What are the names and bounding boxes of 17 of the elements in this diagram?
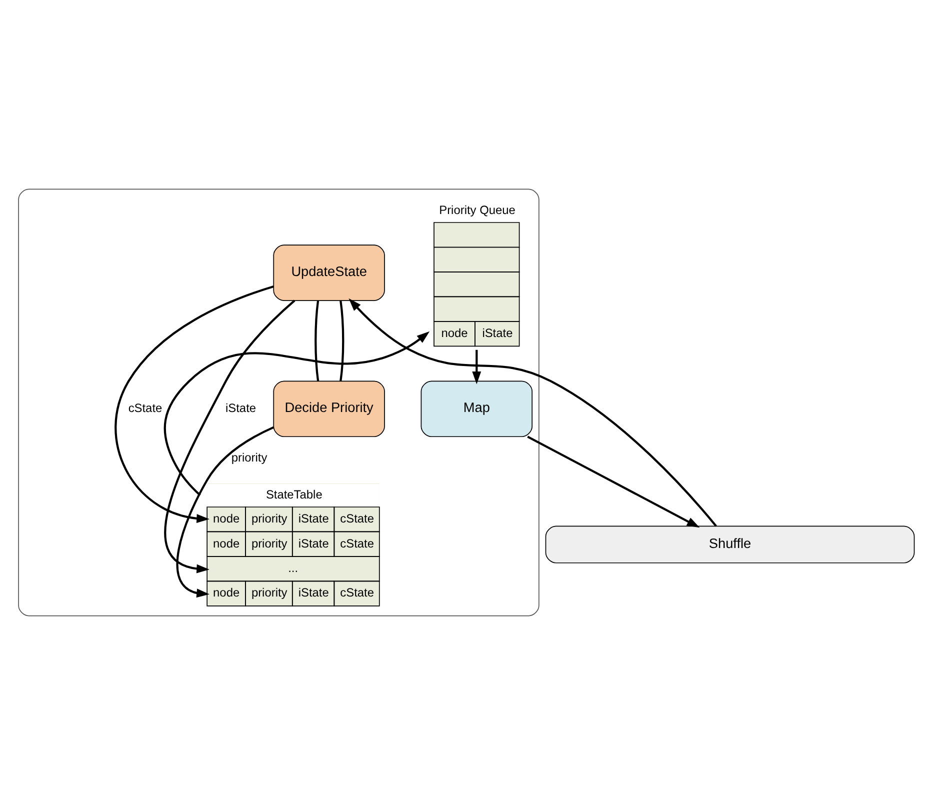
arrow	[348, 298, 717, 527]
node-box: Map	[420, 380, 533, 438]
arrow	[164, 331, 430, 496]
connector	[340, 300, 344, 382]
cluster	[18, 188, 540, 616]
arrow	[164, 300, 296, 574]
node-box: Decide Priority	[273, 380, 385, 438]
node-box: UpdateState	[273, 244, 385, 301]
node-box: Shuffle	[545, 526, 915, 564]
connector	[314, 300, 320, 382]
edge-label: iState	[226, 401, 256, 416]
arrow	[114, 285, 274, 523]
edge-label: priority	[231, 450, 268, 465]
arrow	[472, 350, 482, 384]
arrow	[527, 436, 700, 528]
arrow	[176, 426, 274, 598]
edge-label: cState	[128, 401, 162, 416]
